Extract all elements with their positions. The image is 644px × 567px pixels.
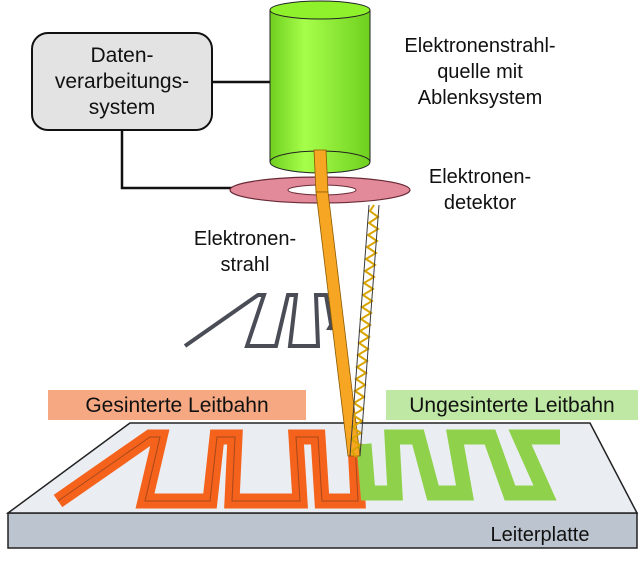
beam-upper: [313, 149, 329, 193]
scan-path-icon: [183, 293, 341, 348]
sintered-track-outline: [57, 436, 359, 502]
connection-to-detector: [120, 130, 232, 190]
detector-label-line-1: Elektronen-: [429, 166, 531, 188]
processing-label-line-1: Daten-: [90, 44, 153, 67]
backscatter-coil-left: [349, 204, 370, 457]
scan-path: [183, 293, 334, 348]
beam-source-label-line-3: Ablenksystem: [418, 87, 543, 109]
unsintered-track: [356, 429, 560, 501]
sintered-track-label: Gesinterte Leitbahn: [85, 394, 268, 417]
data-processing-system: Daten- verarbeitungs- system: [31, 32, 213, 131]
beam-source-label-line-1: Elektronenstrahl-: [404, 35, 555, 57]
sintered-label-box: [48, 390, 306, 420]
unsintered-label-box: [386, 390, 638, 420]
backscatter-coil-right: [359, 204, 380, 457]
processing-label-line-2: verarbeitungs-: [55, 70, 189, 93]
sintered-track-path: [53, 429, 366, 509]
unsintered-track-path: [356, 429, 560, 501]
unsintered-track-label: Ungesinterte Leitbahn: [409, 394, 614, 417]
electron-beam-source: [269, 0, 371, 174]
detector-label-line-2: detektor: [444, 192, 517, 214]
beam-label-line-2: strahl: [221, 254, 270, 276]
beam-source-body: [270, 10, 370, 162]
beam-source-top: [269, 0, 371, 20]
backscatter-signal-icon: [349, 204, 380, 458]
connection-lines: [120, 80, 270, 190]
sintered-track: [53, 429, 366, 509]
circuit-board-label: Leiterplatte: [491, 524, 590, 546]
processing-box: [31, 32, 213, 131]
beam-source-label-line-2: quelle mit: [437, 61, 523, 83]
beam-label-line-1: Elektronen-: [194, 228, 296, 250]
processing-label-line-3: system: [89, 96, 156, 119]
